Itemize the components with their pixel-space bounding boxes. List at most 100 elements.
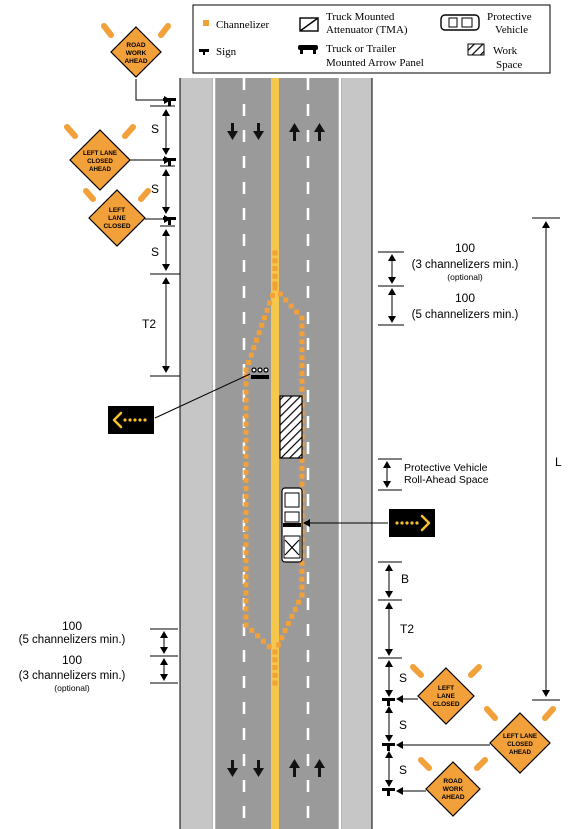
legend-tma-line2: Attenuator (TMA) xyxy=(326,24,408,36)
sign-line: ROAD xyxy=(443,778,462,785)
sign-line: LANE xyxy=(437,693,455,700)
channelizer xyxy=(272,665,278,670)
channelizer xyxy=(243,389,249,395)
arrow-board-right-icon xyxy=(389,509,435,537)
sign-post-icon xyxy=(382,698,395,706)
down-arrow-icon xyxy=(253,123,264,140)
channelizer xyxy=(288,303,294,309)
channelizer xyxy=(272,285,278,291)
channelizer xyxy=(299,370,305,376)
leader-line xyxy=(135,79,171,104)
dimension-roll-ahead xyxy=(378,458,402,491)
arrow-panel-legend-icon xyxy=(298,45,318,54)
roadway xyxy=(179,78,373,829)
dim-label-b: B xyxy=(401,572,409,586)
channelizer xyxy=(243,566,249,572)
channelizer xyxy=(299,363,305,368)
channelizer xyxy=(243,614,249,620)
arrow-board-left-icon xyxy=(108,406,154,434)
dim-label-100: 100 xyxy=(455,291,475,305)
sign-line: CLOSED xyxy=(507,741,533,748)
channelizer xyxy=(243,534,249,540)
sign-left-lane-closed-ahead-top: LEFT LANE CLOSED AHEAD xyxy=(64,124,136,191)
channelizer xyxy=(248,352,254,358)
channelizer xyxy=(243,510,249,515)
channelizer xyxy=(264,307,270,313)
work-space-legend-icon xyxy=(467,43,485,56)
channelizer xyxy=(269,293,275,298)
sign-line: LEFT xyxy=(109,207,125,214)
channelizer xyxy=(243,622,249,628)
channelizer xyxy=(299,323,305,329)
channelizer xyxy=(243,405,249,411)
protective-vehicle-legend-icon xyxy=(440,14,480,31)
legend-protective-vehicle-line1: Protective xyxy=(487,11,532,23)
channelizer xyxy=(243,558,249,564)
channelizer xyxy=(243,574,249,580)
channelizer xyxy=(299,339,305,345)
channelizer xyxy=(243,590,249,596)
channelizer xyxy=(259,322,265,328)
up-arrow-icon xyxy=(314,123,325,141)
channelizer xyxy=(272,273,278,279)
channelizer xyxy=(243,502,249,507)
channelizer xyxy=(260,638,266,644)
channelizer xyxy=(243,397,249,403)
dim-label-s: S xyxy=(399,763,407,777)
channelizer xyxy=(299,584,305,590)
sign-road-work-ahead-top: ROAD WORK AHEAD xyxy=(101,23,171,78)
channelizer xyxy=(243,437,249,443)
channelizer xyxy=(299,465,305,471)
work-space-area xyxy=(279,395,303,459)
channelizer xyxy=(296,599,302,605)
sign-left-lane-closed-top: LEFT LANE CLOSED xyxy=(83,188,151,247)
channelizer-legend-icon xyxy=(203,20,209,26)
channelizer xyxy=(299,560,305,566)
channelizer xyxy=(286,621,291,626)
channelizer xyxy=(299,568,305,574)
sign-line: CLOSED xyxy=(103,223,130,230)
channelizer xyxy=(243,550,249,556)
dim-label-100: 100 xyxy=(62,619,82,633)
sign-line: CLOSED xyxy=(432,701,459,708)
sign-line: WORK xyxy=(126,50,147,57)
legend-protective-vehicle-line2: Vehicle xyxy=(495,24,528,36)
channelizer xyxy=(267,300,273,306)
dim-label-five-channelizers: (5 channelizers min.) xyxy=(19,634,126,646)
dim-label-l: L xyxy=(555,455,562,469)
channelizer xyxy=(243,542,249,548)
dim-label-100: 100 xyxy=(455,241,475,255)
channelizer xyxy=(294,309,300,315)
channelizer xyxy=(299,592,305,598)
channelizer xyxy=(275,642,281,648)
sign-line: AHEAD xyxy=(89,166,112,173)
channelizer xyxy=(272,672,278,678)
dimension-l xyxy=(532,217,560,701)
channelizer xyxy=(299,331,305,337)
channelizer xyxy=(243,421,249,427)
channelizer xyxy=(243,445,249,451)
legend-sign: Sign xyxy=(216,46,237,58)
protective-vehicle-icon xyxy=(281,487,303,563)
dim-label-100: 100 xyxy=(62,653,82,667)
channelizer xyxy=(272,266,278,271)
channelizer xyxy=(243,598,249,604)
channelizer xyxy=(292,606,298,612)
channelizer xyxy=(243,582,249,588)
channelizer xyxy=(243,413,249,419)
channelizer xyxy=(272,649,278,655)
channelizer xyxy=(277,291,283,297)
channelizer xyxy=(266,644,272,650)
legend-channelizer: Channelizer xyxy=(216,19,269,31)
channelizer xyxy=(246,360,252,365)
up-arrow-icon xyxy=(314,759,325,777)
direction-arrows xyxy=(227,123,325,777)
sign-line: ROAD xyxy=(126,42,145,49)
sign-line: AHEAD xyxy=(509,749,532,756)
sign-line: AHEAD xyxy=(124,58,147,65)
sign-left-lane-closed-ahead-bottom: LEFT LANE CLOSED AHEAD xyxy=(484,706,556,774)
up-arrow-icon xyxy=(289,759,300,777)
channelizer xyxy=(243,477,249,483)
right-shoulder xyxy=(342,78,372,829)
channelizer xyxy=(299,378,305,384)
